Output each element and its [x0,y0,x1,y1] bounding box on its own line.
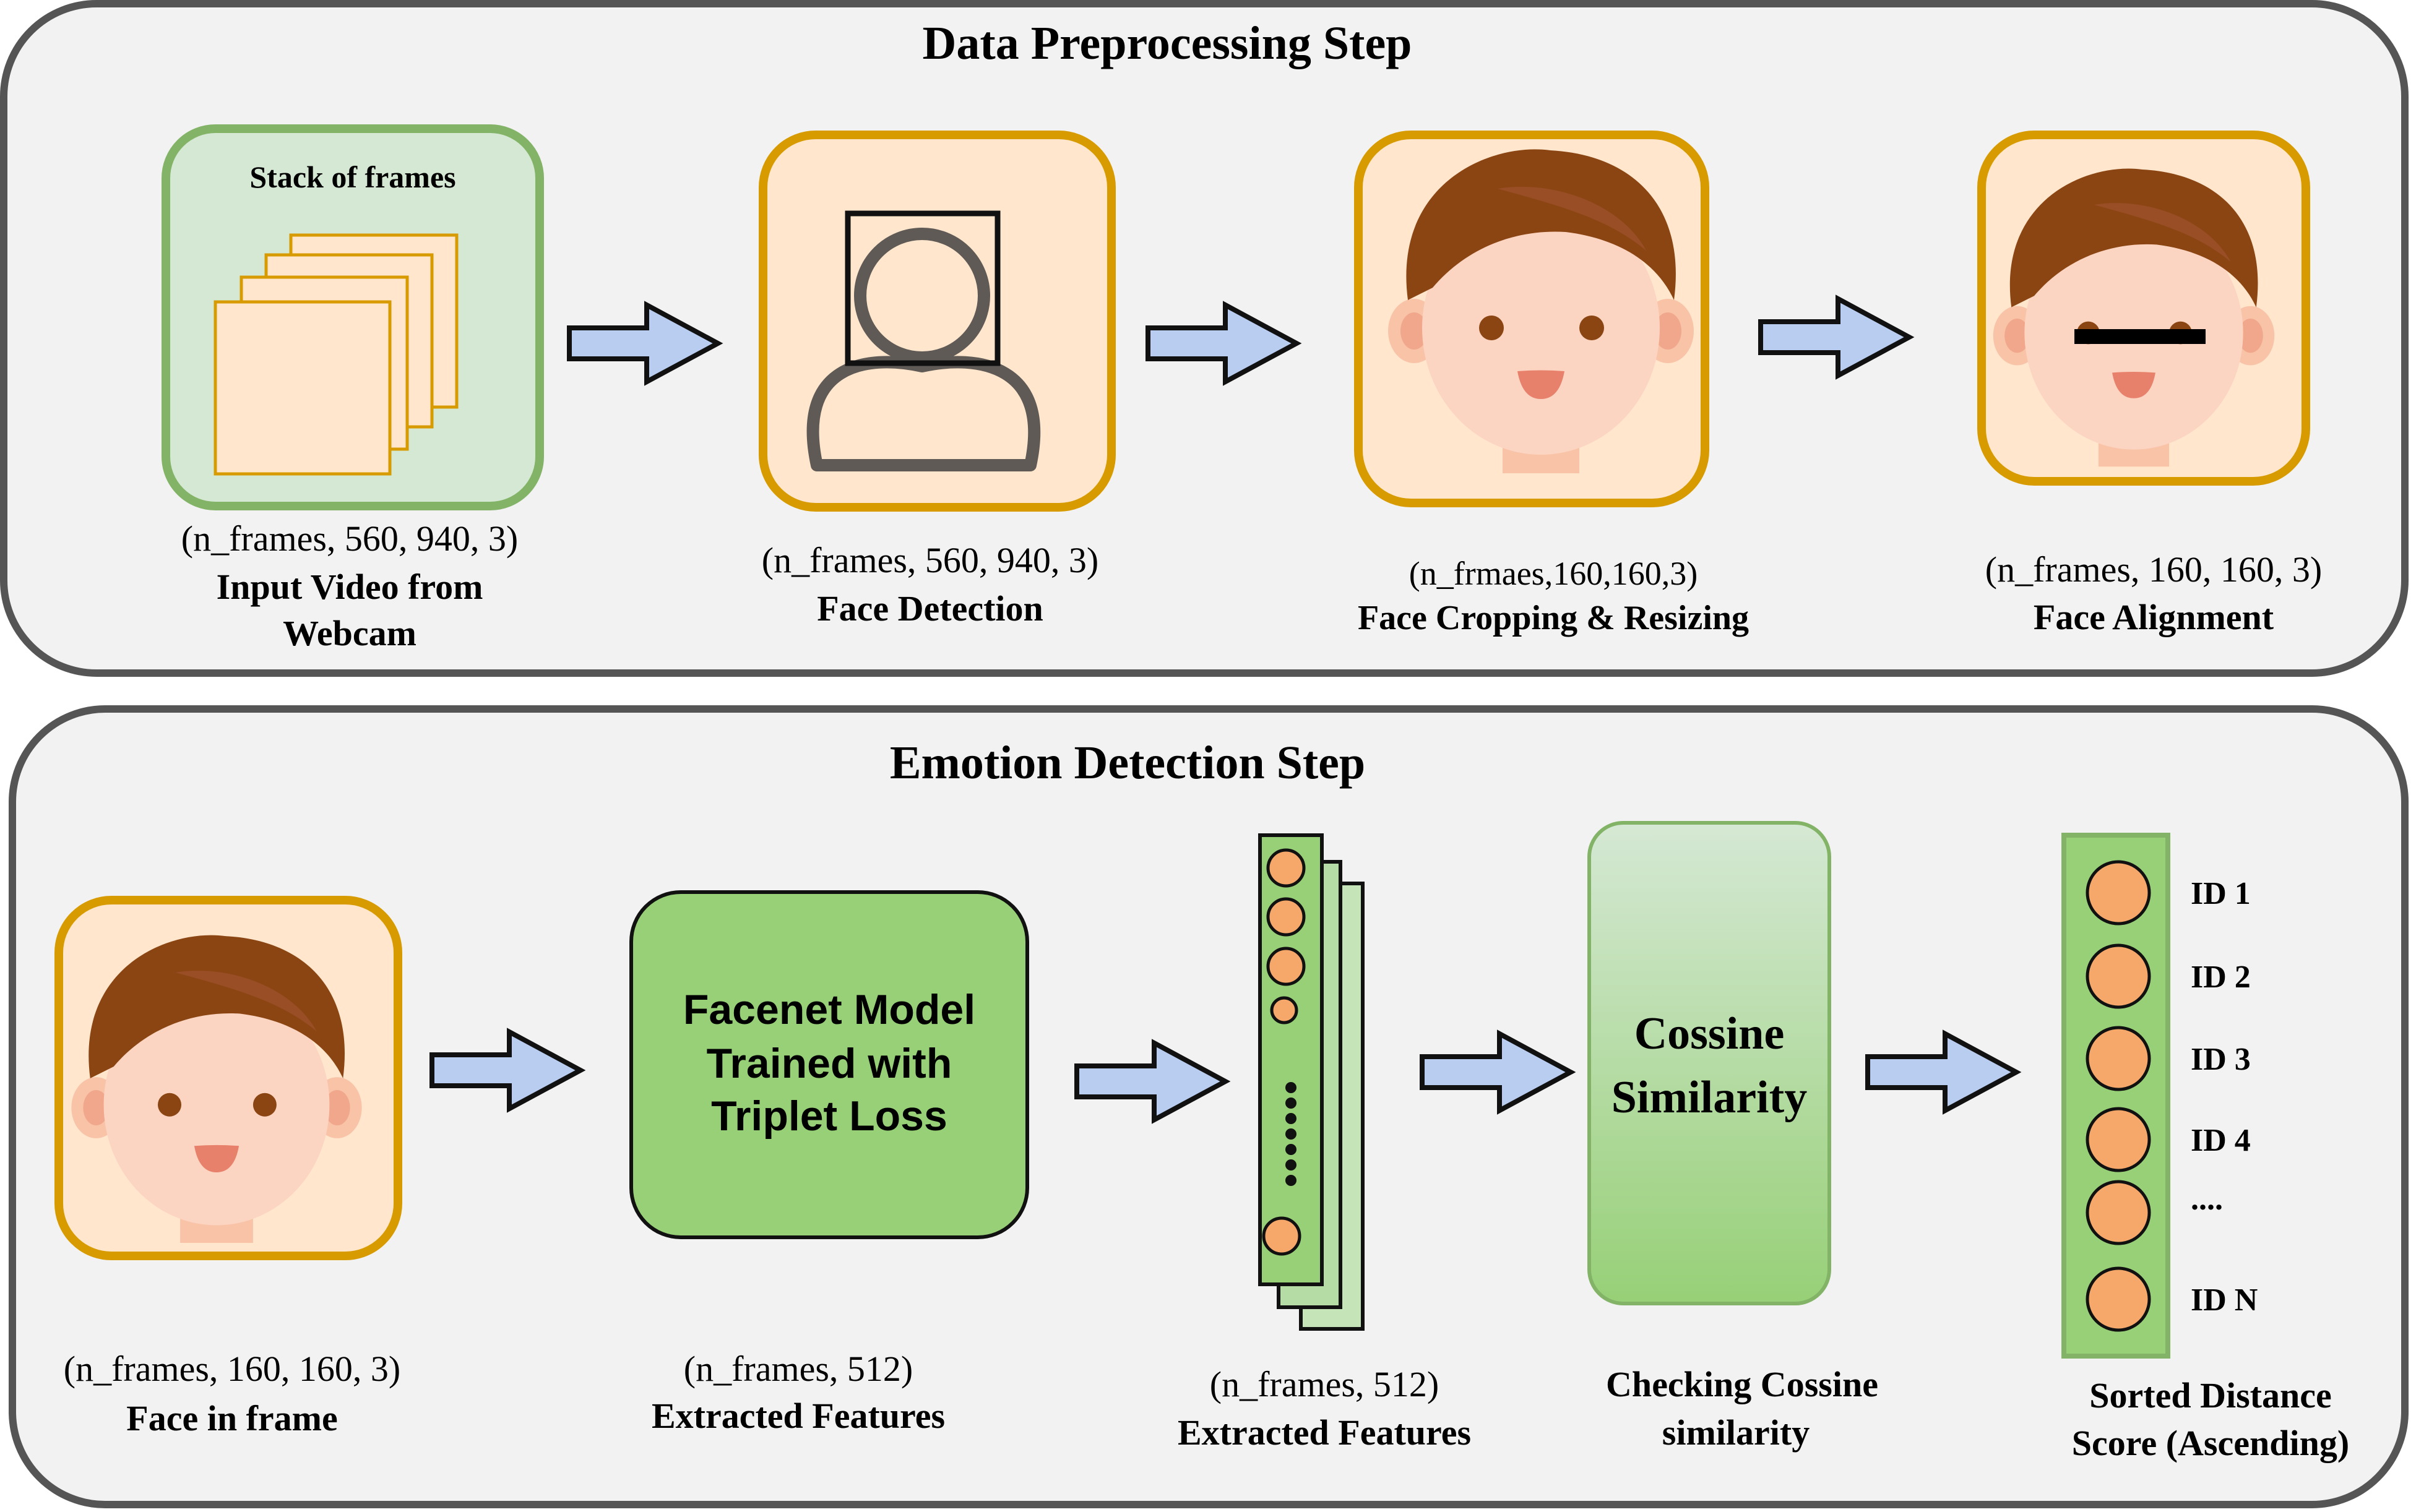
cropping-label: Face Cropping & Resizing [1358,599,1749,637]
face-label: Face in frame [126,1398,337,1438]
feature-ellipsis-dots [1285,1082,1296,1186]
scores-label-line2: Score (Ascending) [2072,1423,2349,1463]
similarity-line2: Similarity [1611,1072,1808,1123]
detection-shape: (n_frames, 560, 940, 3) [762,540,1098,580]
scores-label-line1: Sorted Distance [2089,1375,2331,1415]
score-labels: ID 1 ID 2 ID 3 ID 4.... ID N [2191,876,2258,1318]
similarity-label-line1: Checking Cossine [1606,1364,1878,1404]
features-shape: (n_frames, 512) [1210,1364,1439,1404]
person-detection-icon [806,228,1041,471]
emotion-title: Emotion Detection Step [890,737,1365,789]
input-label-line1: Input Video from [217,567,483,607]
score-node [2086,1266,2151,1332]
input-shape: (n_frames, 560, 940, 3) [181,518,518,559]
score-id-label: .... [2191,1182,2223,1217]
score-node [2086,1180,2151,1245]
similarity-line1: Cossine [1634,1008,1785,1059]
alignment-line-icon [2074,329,2206,344]
score-node [2086,943,2151,1009]
score-id-label: ID 3 [2191,1042,2251,1077]
score-id-label: ID 2 [2191,960,2251,995]
score-id-label: ID N [2191,1282,2258,1318]
score-nodes [2086,860,2151,1332]
similarity-label-line2: similarity [1662,1412,1810,1453]
feature-nodes [1262,848,1306,1256]
alignment-label: Face Alignment [2034,597,2274,637]
score-node [2086,1026,2151,1091]
score-node [2086,860,2151,926]
detection-label: Face Detection [817,588,1043,629]
preprocessing-title: Data Preprocessing Step [923,17,1412,69]
input-label-line2: Webcam [283,613,416,653]
model-line2: Trained with [707,1040,952,1087]
model-line1: Facenet Model [683,986,975,1033]
frame-stack-icon [214,233,459,476]
score-id-label: ID 1 [2191,876,2251,911]
stack-of-frames-label: Stack of frames [249,160,455,194]
features-label: Extracted Features [1178,1412,1471,1453]
face-shape: (n_frames, 160, 160, 3) [64,1349,400,1389]
model-shape: (n_frames, 512) [684,1349,913,1389]
score-node [2086,1107,2151,1172]
model-label: Extracted Features [652,1396,945,1436]
cosine-similarity-box [1587,821,1831,1305]
facenet-model-box [629,890,1029,1239]
bounding-box-icon [845,210,1001,366]
score-id-label: ID 4 [2191,1123,2251,1158]
cropping-shape: (n_frmaes,160,160,3) [1409,555,1698,592]
model-line3: Triplet Loss [711,1093,947,1140]
alignment-shape: (n_frames, 160, 160, 3) [1985,549,2322,590]
